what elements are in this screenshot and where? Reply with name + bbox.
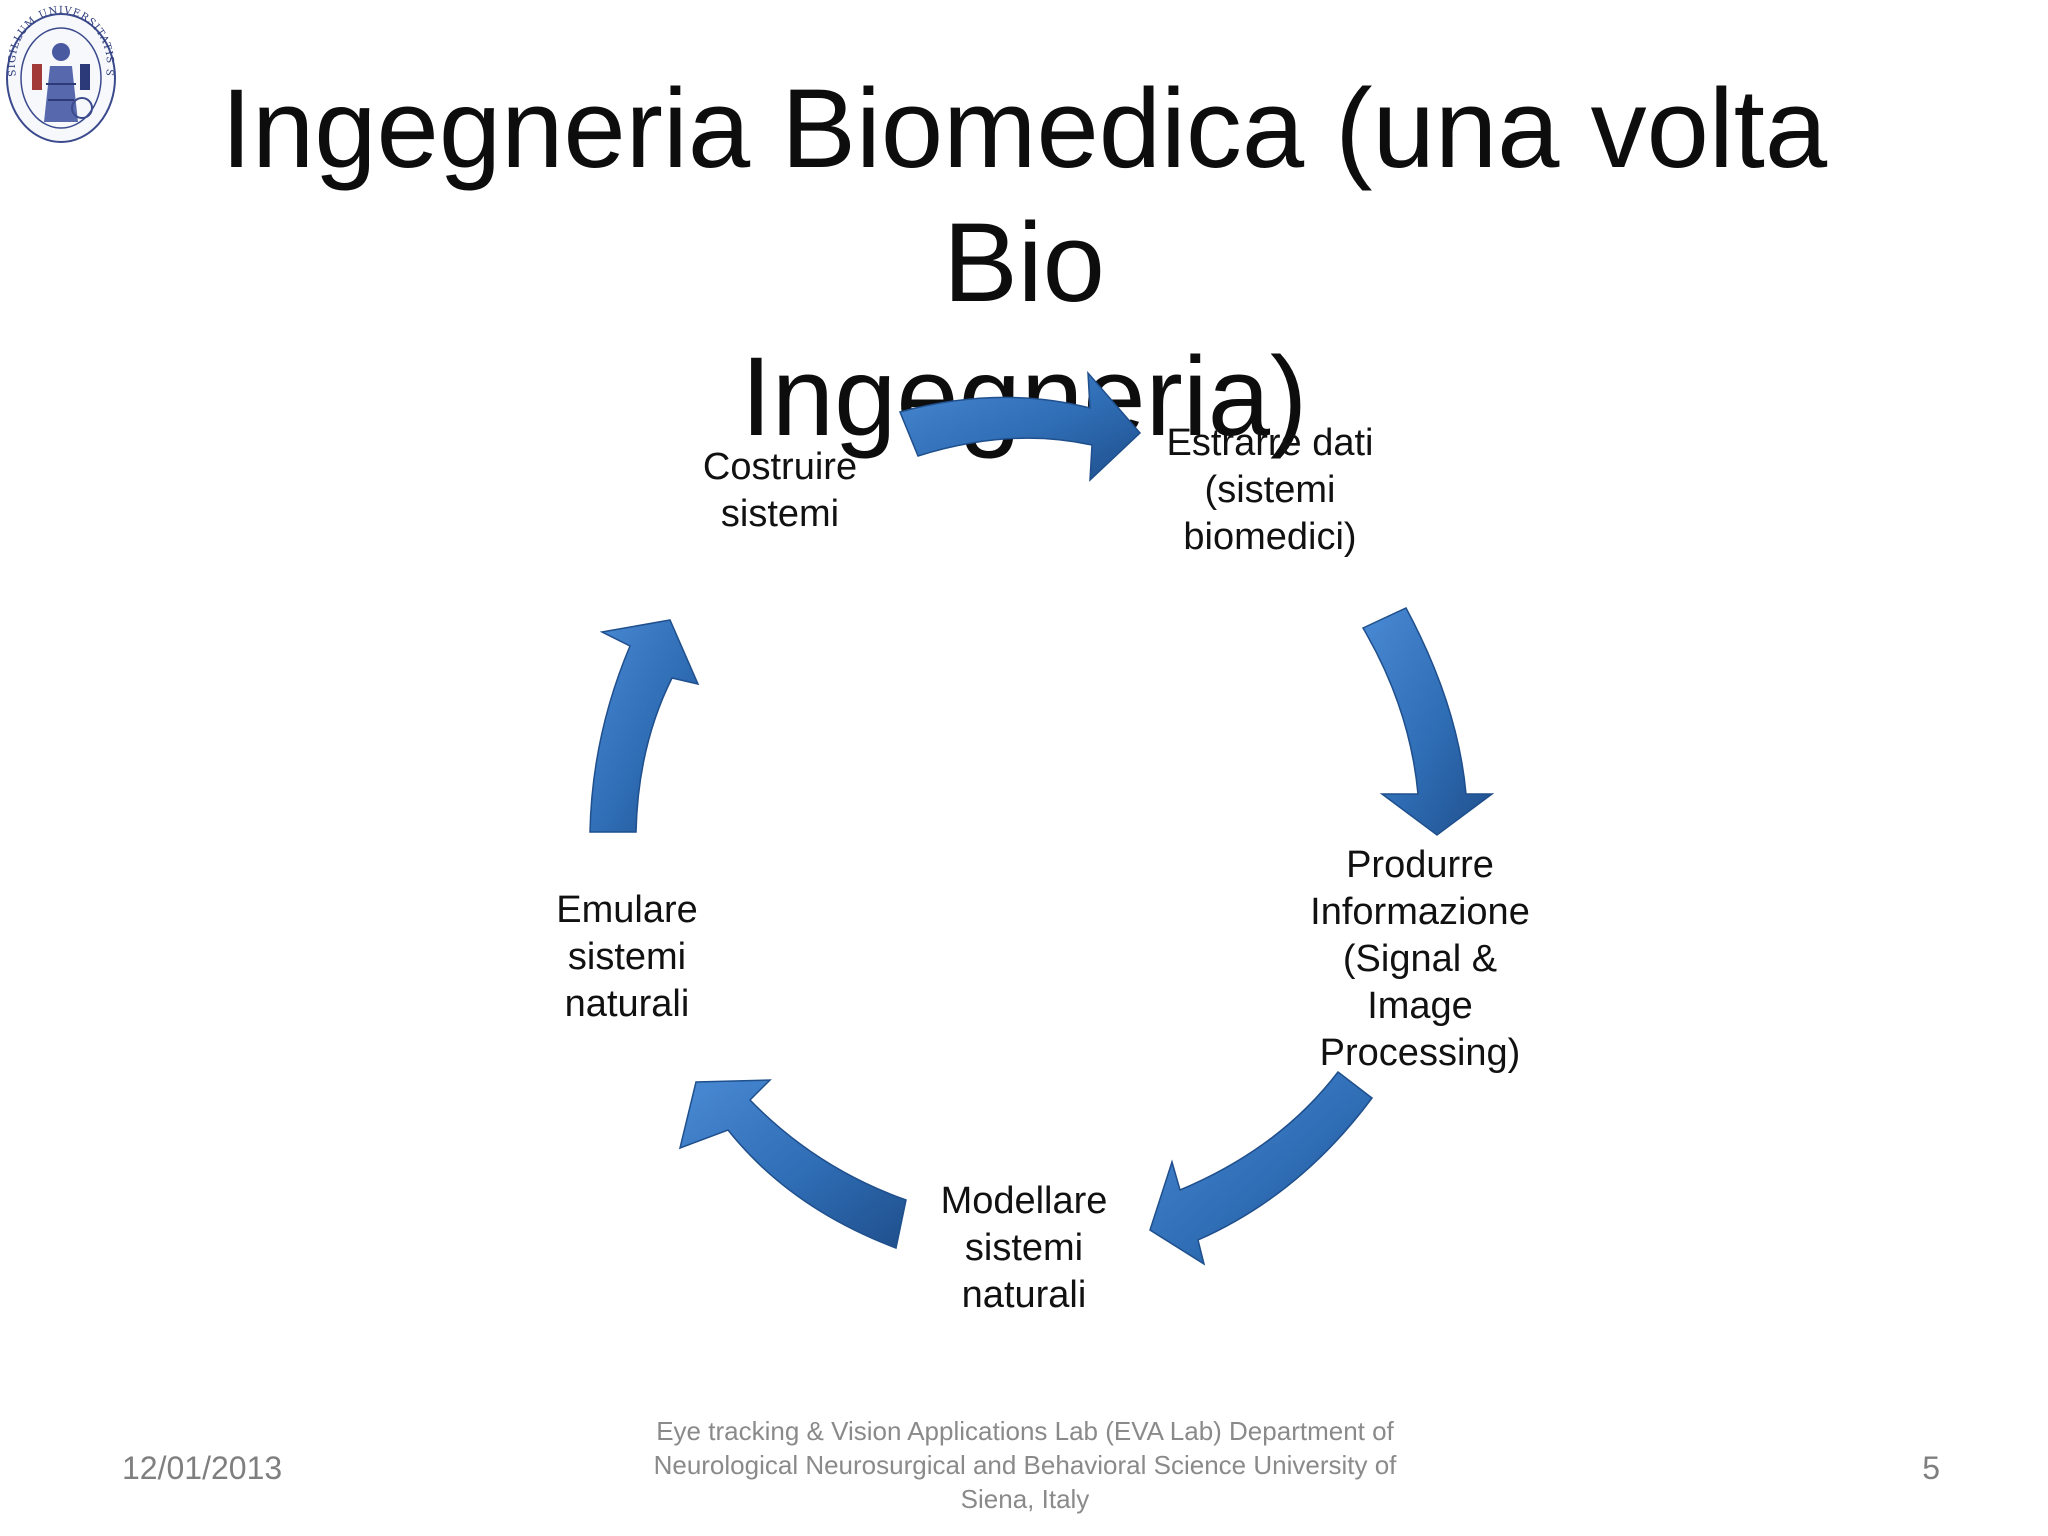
node-label-line: Processing): [1319, 1032, 1521, 1074]
node-label-line: Estrarre dati: [1166, 422, 1374, 464]
arrow-estrarre-to-produrre: [1361, 607, 1495, 836]
node-label-line: Informazione: [1310, 891, 1530, 933]
node-label-line: naturali: [564, 983, 690, 1025]
node-label-line: Image: [1367, 985, 1473, 1027]
node-label-line: Costruire: [702, 446, 858, 488]
arrow-modellare-to-emulare: [678, 1079, 907, 1250]
node-label-line: (sistemi: [1204, 469, 1336, 511]
title-line-1: Ingegneria Biomedica (una volta Bio: [220, 66, 1828, 325]
node-label-line: sistemi: [567, 936, 687, 978]
node-label-line: naturali: [961, 1274, 1087, 1316]
node-label-line: sistemi: [964, 1227, 1084, 1269]
node-label-line: Produrre: [1346, 844, 1494, 886]
node-produrre-informazione: Produrre Informazione (Signal & Image Pr…: [1280, 842, 1560, 1077]
footer-line: Neurological Neurosurgical and Behaviora…: [653, 1450, 1397, 1480]
node-label-line: sistemi: [720, 493, 840, 535]
arrow-costruire-to-estrarre: [898, 370, 1142, 482]
node-costruire-sistemi: Costruire sistemi: [640, 444, 920, 538]
arrow-emulare-to-costruire: [589, 619, 700, 833]
university-seal-icon: SIGILLUM UNIVERSITATIS SENARUM: [2, 4, 116, 143]
node-emulare-sistemi-naturali: Emulare sistemi naturali: [487, 887, 767, 1028]
node-estrarre-dati: Estrarre dati (sistemi biomedici): [1130, 420, 1410, 561]
footer-line: Eye tracking & Vision Applications Lab (…: [656, 1416, 1394, 1446]
node-modellare-sistemi-naturali: Modellare sistemi naturali: [884, 1178, 1164, 1319]
footer-date: 12/01/2013: [122, 1450, 283, 1486]
node-label-line: (Signal &: [1342, 938, 1498, 980]
node-label-line: Emulare: [556, 889, 698, 931]
footer-line: Siena, Italy: [960, 1484, 1090, 1514]
slide-number: 5: [1922, 1450, 1940, 1486]
arrow-produrre-to-modellare: [1149, 1070, 1374, 1266]
slide-title: Ingegneria Biomedica (una volta Bio Inge…: [150, 62, 1898, 464]
node-label-line: biomedici): [1183, 516, 1357, 558]
node-label-line: Modellare: [940, 1180, 1108, 1222]
footer-lab-info: Eye tracking & Vision Applications Lab (…: [620, 1414, 1430, 1516]
